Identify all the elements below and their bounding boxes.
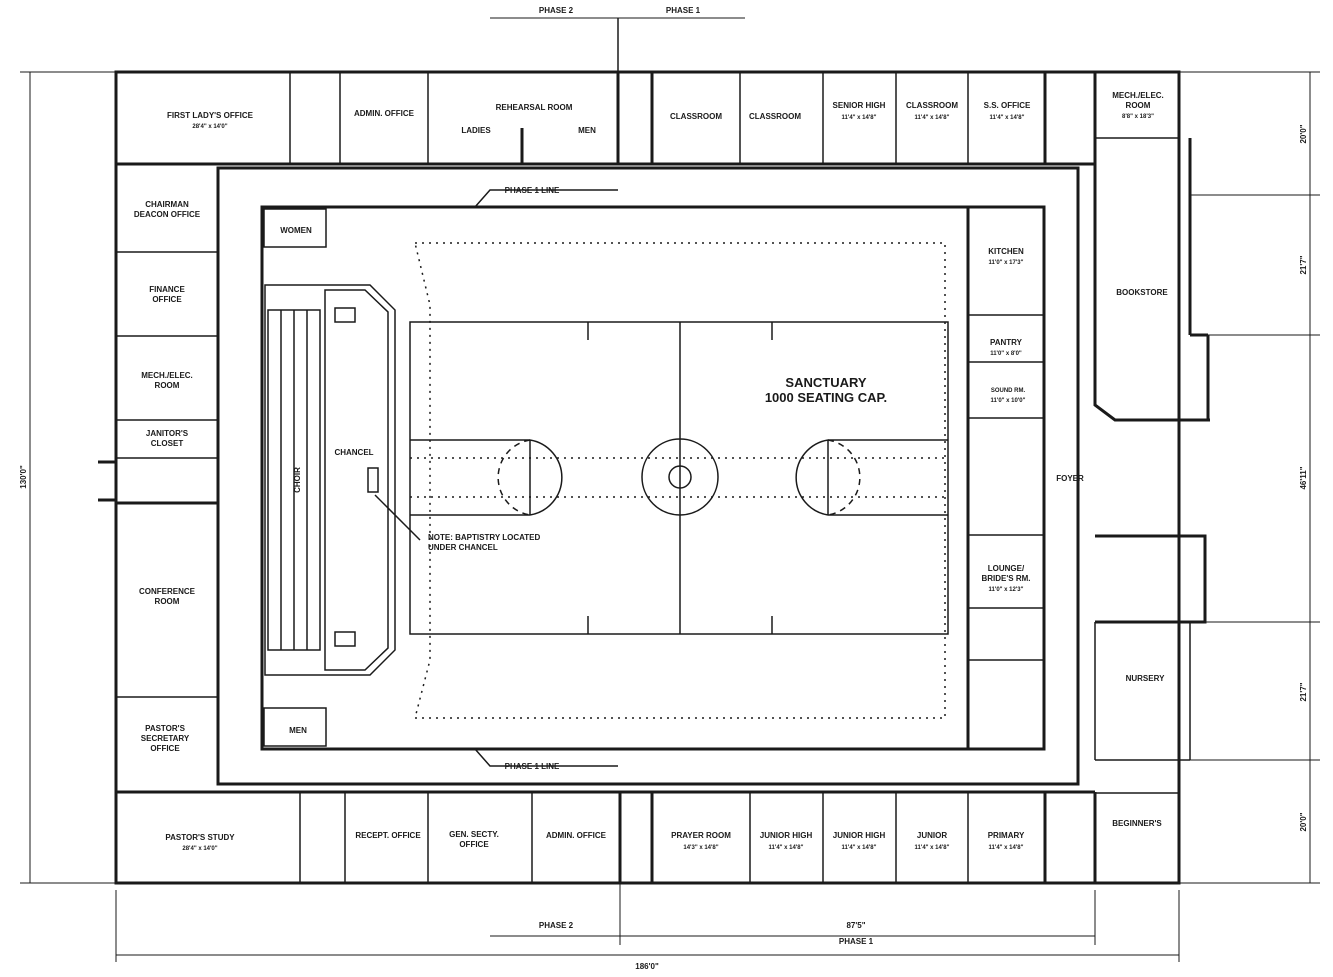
kitchen-label: KITCHEN [988,247,1024,256]
dim-bottom-phase1: 87'5" [846,921,865,930]
classroom-3-dims: 11'4" x 14'8" [915,115,950,121]
lounge-label-2: BRIDE'S RM. [981,574,1030,583]
phase1-line-top-label: PHASE 1 LINE [505,186,560,195]
dim-right-1: 20'0" [1299,124,1308,143]
basketball-court [409,321,949,635]
janitor-label-1: JANITOR'S [146,429,189,438]
mech-top-label-2: ROOM [1126,101,1151,110]
women-restroom-label: WOMEN [280,226,312,235]
phase-labels: PHASE 1 LINE PHASE 1 LINE PHASE 2 PHASE … [505,6,874,946]
mech-top-label-1: MECH./ELEC. [1112,91,1164,100]
admin-office-top-label: ADMIN. OFFICE [354,109,415,118]
seating-outline [414,242,946,719]
pantry-label: PANTRY [990,338,1023,347]
choir-label: CHOIR [293,467,302,493]
rehearsal-men-label: MEN [578,126,596,135]
janitor-label-2: CLOSET [151,439,184,448]
conference-label-2: ROOM [155,597,180,606]
chairman-label-2: DEACON OFFICE [134,210,201,219]
junior-high-1-label: JUNIOR HIGH [760,831,813,840]
lounge-dims: 11'0" x 12'3" [989,587,1024,593]
foyer-label: FOYER [1056,474,1084,483]
mech-left-label-1: MECH./ELEC. [141,371,193,380]
room-labels: FIRST LADY'S OFFICE 28'4" x 14'0" ADMIN.… [134,91,1168,852]
primary-dims: 11'4" x 14'8" [989,845,1024,851]
junior-high-2-label: JUNIOR HIGH [833,831,886,840]
phase2-top-label: PHASE 2 [539,6,574,15]
dimension-labels: 20'0" 21'7" 46'11" 21'7" 20'0" 130'0" 87… [19,124,1308,971]
phase1-bottom-label: PHASE 1 [839,937,874,946]
pantry-dims: 11'0" x 8'0" [990,351,1022,357]
ss-office-dims: 11'4" x 14'8" [990,115,1025,121]
pastor-secretary-label-1: PASTOR'S [145,724,186,733]
pastor-secretary-label-3: OFFICE [150,744,180,753]
first-lady-office-label: FIRST LADY'S OFFICE [167,111,254,120]
recept-office-label: RECEPT. OFFICE [355,831,421,840]
prayer-room-dims: 14'3" x 14'8" [683,845,718,851]
beginners-label: BEGINNER'S [1112,819,1162,828]
nursery-label: NURSERY [1126,674,1165,683]
admin-office-bottom-label: ADMIN. OFFICE [546,831,607,840]
junior-high-1-dims: 11'4" x 14'8" [769,845,804,851]
classroom-3-label: CLASSROOM [906,101,958,110]
chancel-label: CHANCEL [334,448,373,457]
first-lady-office-dims: 28'4" x 14'0" [192,124,227,130]
senior-high-dims: 11'4" x 14'8" [842,115,877,121]
baptistry-note-2: UNDER CHANCEL [428,543,498,552]
sanctuary-label-1: SANCTUARY [785,375,866,390]
rehearsal-room-label: REHEARSAL ROOM [496,103,573,112]
kitchen-dims: 11'0" x 17'3" [989,260,1024,266]
ss-office-label: S.S. OFFICE [984,101,1031,110]
dim-bottom-total: 186'0" [635,962,659,971]
dim-right-5: 20'0" [1299,812,1308,831]
lounge-label-1: LOUNGE/ [988,564,1025,573]
conference-label-1: CONFERENCE [139,587,196,596]
mech-top-dims: 8'8" x 18'3" [1122,114,1154,120]
bookstore-label: BOOKSTORE [1116,288,1168,297]
right-wing [1093,138,1210,794]
junior-high-2-dims: 11'4" x 14'8" [842,845,877,851]
finance-label-2: OFFICE [152,295,182,304]
baptistry-leader [374,494,421,541]
left-wing [98,251,218,698]
phase1-line-bottom-label: PHASE 1 LINE [505,762,560,771]
exterior-walls [114,70,1181,885]
pastor-study-label: PASTOR'S STUDY [165,833,235,842]
sound-room-dims: 11'0" x 10'0" [991,398,1026,404]
dim-right-3: 46'11" [1299,466,1308,489]
baptistry-note-1: NOTE: BAPTISTRY LOCATED [428,533,541,542]
junior-dims: 11'4" x 14'8" [915,845,950,851]
classroom-2-label: CLASSROOM [749,112,801,121]
dim-left-total: 130'0" [19,465,28,489]
pastor-study-dims: 28'4" x 14'0" [182,846,217,852]
primary-label: PRIMARY [988,831,1025,840]
dimension-lines [20,71,1320,962]
senior-high-label: SENIOR HIGH [833,101,886,110]
bottom-wing [116,790,1097,883]
finance-label-1: FINANCE [149,285,185,294]
junior-label: JUNIOR [917,831,947,840]
classroom-1-label: CLASSROOM [670,112,722,121]
sanctuary-walls [260,205,1046,751]
men-restroom-label: MEN [289,726,307,735]
dim-right-2: 21'7" [1299,255,1308,274]
phase2-bottom-label: PHASE 2 [539,921,574,930]
mech-left-label-2: ROOM [155,381,180,390]
pastor-secretary-label-2: SECRETARY [141,734,190,743]
chairman-label-1: CHAIRMAN [145,200,189,209]
phase-markers [474,17,1095,945]
prayer-room-label: PRAYER ROOM [671,831,731,840]
dim-right-4: 21'7" [1299,682,1308,701]
top-wing [116,72,1179,166]
chancel-area [264,284,396,676]
sanctuary-label-2: 1000 SEATING CAP. [765,390,887,405]
rehearsal-ladies-label: LADIES [461,126,491,135]
gen-secty-label-2: OFFICE [459,840,489,849]
gen-secty-label-1: GEN. SECTY. [449,830,499,839]
phase1-top-label: PHASE 1 [666,6,701,15]
sound-room-label: SOUND RM. [991,388,1026,394]
